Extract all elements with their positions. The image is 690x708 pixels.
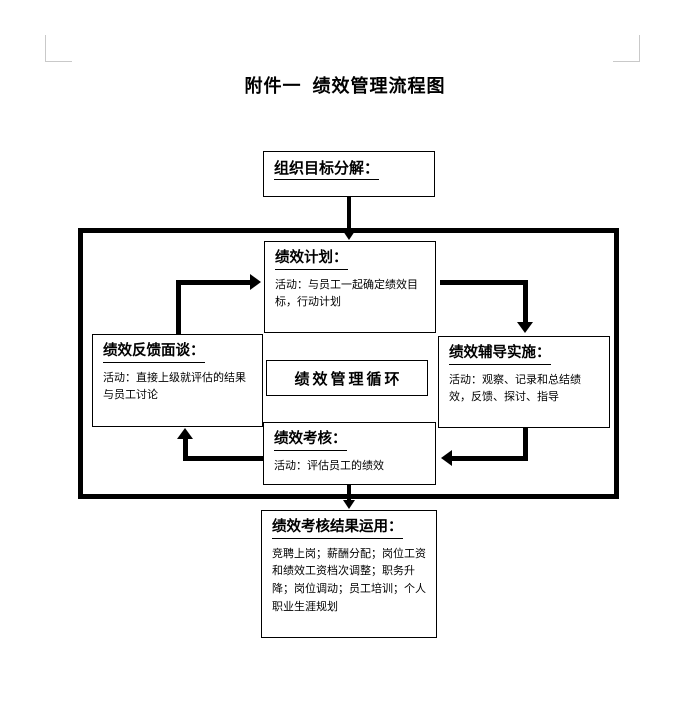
connector-feedback-to-plan-shaft-vertical	[176, 280, 181, 335]
node-performance-feedback-interview-heading: 绩效反馈面谈：	[103, 342, 205, 363]
node-performance-coaching-heading: 绩效辅导实施：	[449, 344, 551, 365]
connector-appraisal-to-result-head-icon	[343, 500, 355, 509]
node-performance-feedback-interview[interactable]: 绩效反馈面谈： 活动：直接上级就评估的结果与员工讨论	[92, 334, 263, 427]
node-organization-goal[interactable]: 组织目标分解：	[263, 151, 435, 197]
node-performance-plan[interactable]: 绩效计划： 活动：与员工一起确定绩效目标，行动计划	[264, 241, 436, 333]
node-performance-plan-body: 活动：与员工一起确定绩效目标，行动计划	[275, 278, 418, 308]
connector-appraisal-to-feedback-shaft-horizontal	[183, 456, 263, 461]
connector-feedback-to-plan-head-icon	[250, 274, 261, 290]
node-performance-coaching-body: 活动：观察、记录和总结绩效，反馈、探讨、指导	[449, 373, 581, 403]
connector-plan-to-coaching-head-icon	[517, 322, 533, 333]
page-title: 附件一 绩效管理流程图	[244, 76, 446, 96]
node-performance-appraisal-body: 活动：评估员工的绩效	[274, 459, 384, 472]
connector-feedback-to-plan-shaft-horizontal	[176, 280, 254, 285]
node-performance-plan-heading: 绩效计划：	[275, 249, 348, 270]
node-performance-feedback-interview-body: 活动：直接上级就评估的结果与员工讨论	[103, 371, 246, 401]
connector-appraisal-to-result-shaft	[347, 485, 351, 506]
connector-coaching-to-appraisal-head-icon	[441, 450, 452, 466]
connector-appraisal-to-feedback-shaft-vertical	[183, 438, 188, 461]
margin-mark-top-left-icon	[45, 35, 72, 62]
node-performance-coaching[interactable]: 绩效辅导实施： 活动：观察、记录和总结绩效，反馈、探讨、指导	[438, 336, 610, 428]
connector-appraisal-to-feedback-head-icon	[177, 428, 193, 439]
node-performance-cycle-label-text: 绩效管理循环	[294, 371, 403, 388]
connector-plan-to-coaching-shaft-vertical	[523, 280, 528, 325]
node-appraisal-result-application[interactable]: 绩效考核结果运用： 竞聘上岗；薪酬分配；岗位工资和绩效工资档次调整；职务升降；岗…	[261, 510, 437, 638]
connector-org-to-plan-shaft	[347, 197, 351, 235]
connector-coaching-to-appraisal-shaft-vertical	[523, 428, 528, 461]
margin-mark-top-right-icon	[613, 35, 640, 62]
node-organization-goal-heading: 组织目标分解：	[274, 159, 380, 181]
node-appraisal-result-application-heading: 绩效考核结果运用：	[272, 518, 403, 539]
node-performance-appraisal[interactable]: 绩效考核： 活动：评估员工的绩效	[263, 422, 436, 485]
node-performance-appraisal-heading: 绩效考核：	[274, 430, 347, 451]
connector-coaching-to-appraisal-shaft-horizontal	[452, 456, 528, 461]
node-performance-cycle-label[interactable]: 绩效管理循环	[266, 360, 428, 396]
connector-org-to-plan-head-icon	[343, 231, 355, 240]
connector-plan-to-coaching-shaft-horizontal	[440, 280, 528, 285]
node-appraisal-result-application-body: 竞聘上岗；薪酬分配；岗位工资和绩效工资档次调整；职务升降；岗位调动；员工培训；个…	[272, 547, 426, 613]
